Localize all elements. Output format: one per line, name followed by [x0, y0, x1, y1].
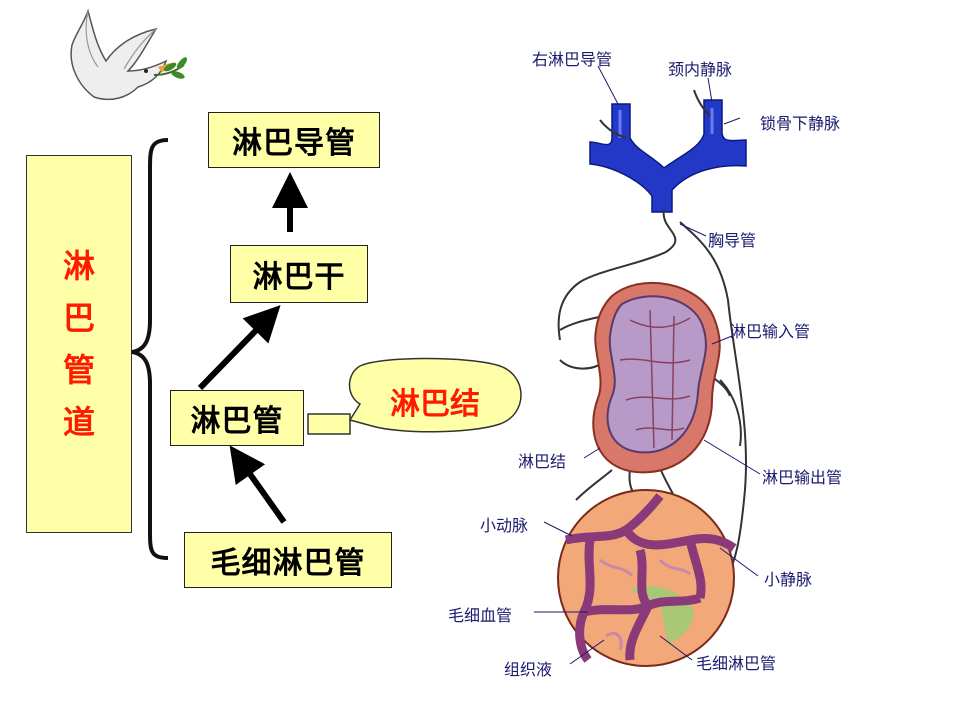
lymph-capillary-box: 毛细淋巴管 [184, 532, 392, 588]
label-arteriole: 小动脉 [480, 516, 529, 535]
label-lymph-node: 淋巴结 [518, 452, 567, 471]
thoracic-duct-box: 淋巴导管 [208, 112, 380, 168]
arrow-to-lymph-trunk [197, 305, 281, 391]
lymph-node-callout: 淋巴结 [390, 387, 480, 422]
label-venule: 小静脉 [764, 570, 813, 589]
lymph-node-drawing [592, 282, 721, 474]
lymph-vessel-box: 淋巴管 [170, 390, 304, 446]
title-char: 淋 [62, 247, 95, 285]
label-tissue-fluid: 组织液 [504, 660, 553, 679]
venous-junction [589, 99, 747, 213]
label-blood-capillary: 毛细血管 [448, 606, 513, 625]
tissue-circle-drawing [557, 489, 737, 667]
label-thoracic-duct: 胸导管 [708, 231, 757, 250]
label-efferent-vessel: 淋巴输出管 [762, 468, 843, 487]
callout-anchor-box [307, 413, 351, 435]
title-char: 管 [62, 351, 95, 389]
title-char: 巴 [62, 299, 95, 337]
curly-brace [131, 138, 169, 560]
arrow-to-lymph-vessel [229, 445, 287, 524]
label-lymph-capillary: 毛细淋巴管 [696, 654, 777, 673]
title-char: 道 [62, 403, 95, 441]
lymph-trunk-box: 淋巴干 [230, 245, 368, 303]
label-internal-jugular: 颈内静脉 [668, 60, 733, 79]
label-subclavian-vein: 锁骨下静脉 [760, 114, 841, 133]
lymph-pathway-title: 淋 巴 管 道 [26, 155, 132, 533]
label-right-lymph-duct: 右淋巴导管 [532, 50, 613, 69]
label-afferent-vessel: 淋巴输入管 [730, 322, 811, 341]
